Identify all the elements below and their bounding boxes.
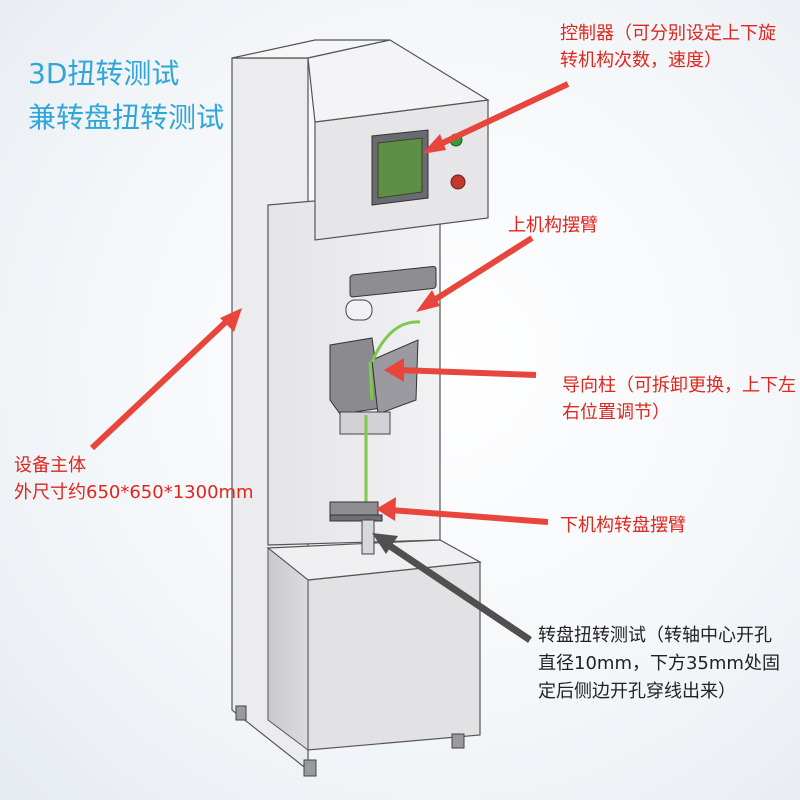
upper-clamp-right — [371, 339, 419, 415]
arrow-turntable-head — [372, 533, 398, 554]
label-lower-arm: 下机构转盘摆臂 — [560, 515, 686, 536]
diagram-title-line2: 兼转盘扭转测试 — [28, 101, 225, 134]
label-main-body: 设备主体 外尺寸约650*650*1300mm — [14, 452, 254, 506]
control-box-top — [307, 39, 490, 123]
label-upper-arm: 上机构摆臂 — [508, 215, 598, 236]
label-controller: 控制器（可分别设定上下旋 转机构次数，速度） — [560, 20, 776, 74]
feet — [235, 705, 465, 777]
lower-mechanism — [329, 501, 383, 555]
label-turntable-test: 转盘扭转测试（转轴中心开孔 直径10mm，下方35mm处固 定后侧边开孔穿线出来… — [538, 622, 780, 706]
arrow-upper-arm-head — [416, 290, 440, 312]
control-panel — [371, 129, 466, 206]
arrow-lower-arm-head — [376, 497, 396, 521]
red-button — [450, 174, 466, 190]
label-controller-line1: 控制器（可分别设定上下旋 — [560, 23, 776, 44]
label-turntable-test-line1: 转盘扭转测试（转轴中心开孔 — [538, 625, 772, 646]
arrow-lower-arm — [389, 507, 549, 525]
arrow-main-body-head — [220, 308, 242, 332]
upper-roller — [345, 299, 373, 321]
label-turntable-test-line3: 定后侧边开孔穿线出来） — [538, 681, 736, 702]
label-guide-post-line1: 导向柱（可拆卸更换，上下左 — [562, 375, 796, 396]
label-main-body-line2: 外尺寸约650*650*1300mm — [14, 482, 254, 503]
diagram-title-line1: 3D扭转测试 — [28, 57, 180, 90]
label-controller-line2: 转机构次数，速度） — [560, 50, 722, 71]
arrow-main-body — [89, 315, 233, 451]
turntable-shaft — [361, 519, 375, 555]
label-main-body-line1: 设备主体 — [14, 455, 86, 476]
label-turntable-test-line2: 直径10mm，下方35mm处固 — [538, 653, 780, 674]
arrow-controller — [430, 81, 570, 151]
lower-arm-plate — [329, 514, 383, 522]
upper-arm — [349, 265, 437, 298]
arrow-controller-head — [422, 134, 446, 154]
base-box-side — [267, 546, 309, 751]
arrow-upper-arm — [426, 235, 534, 307]
arrow-guide-post-head — [384, 358, 404, 382]
label-guide-post: 导向柱（可拆卸更换，上下左 右位置调节） — [562, 372, 796, 426]
label-guide-post-line2: 右位置调节） — [562, 402, 670, 423]
annotation-arrows — [89, 81, 570, 643]
guide-post — [364, 320, 421, 505]
arrow-guide-post — [397, 367, 537, 378]
touch-screen — [377, 137, 423, 199]
upper-clamp-left — [329, 337, 383, 415]
arrow-turntable — [382, 539, 532, 643]
